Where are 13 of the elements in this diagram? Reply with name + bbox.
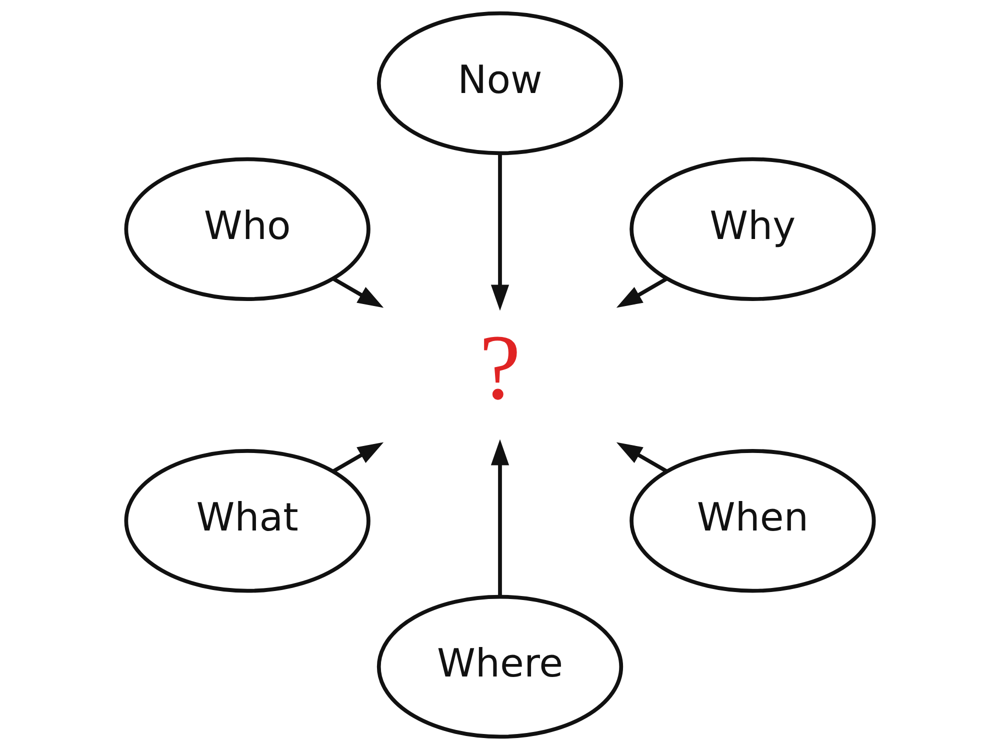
node-ellipse: Now	[376, 11, 624, 156]
node-ellipse: When	[630, 448, 876, 593]
arrow	[490, 439, 510, 597]
node-ellipse: Why	[630, 157, 876, 302]
arrow	[490, 154, 510, 311]
node-ellipse: Where	[376, 594, 624, 739]
arrow	[616, 277, 668, 308]
arrow	[616, 442, 668, 473]
arrow	[332, 277, 384, 308]
node-text: ?	[479, 316, 521, 420]
node-ellipse: What	[124, 448, 370, 593]
arrow	[332, 442, 384, 473]
node-ellipse: Who	[124, 157, 370, 302]
